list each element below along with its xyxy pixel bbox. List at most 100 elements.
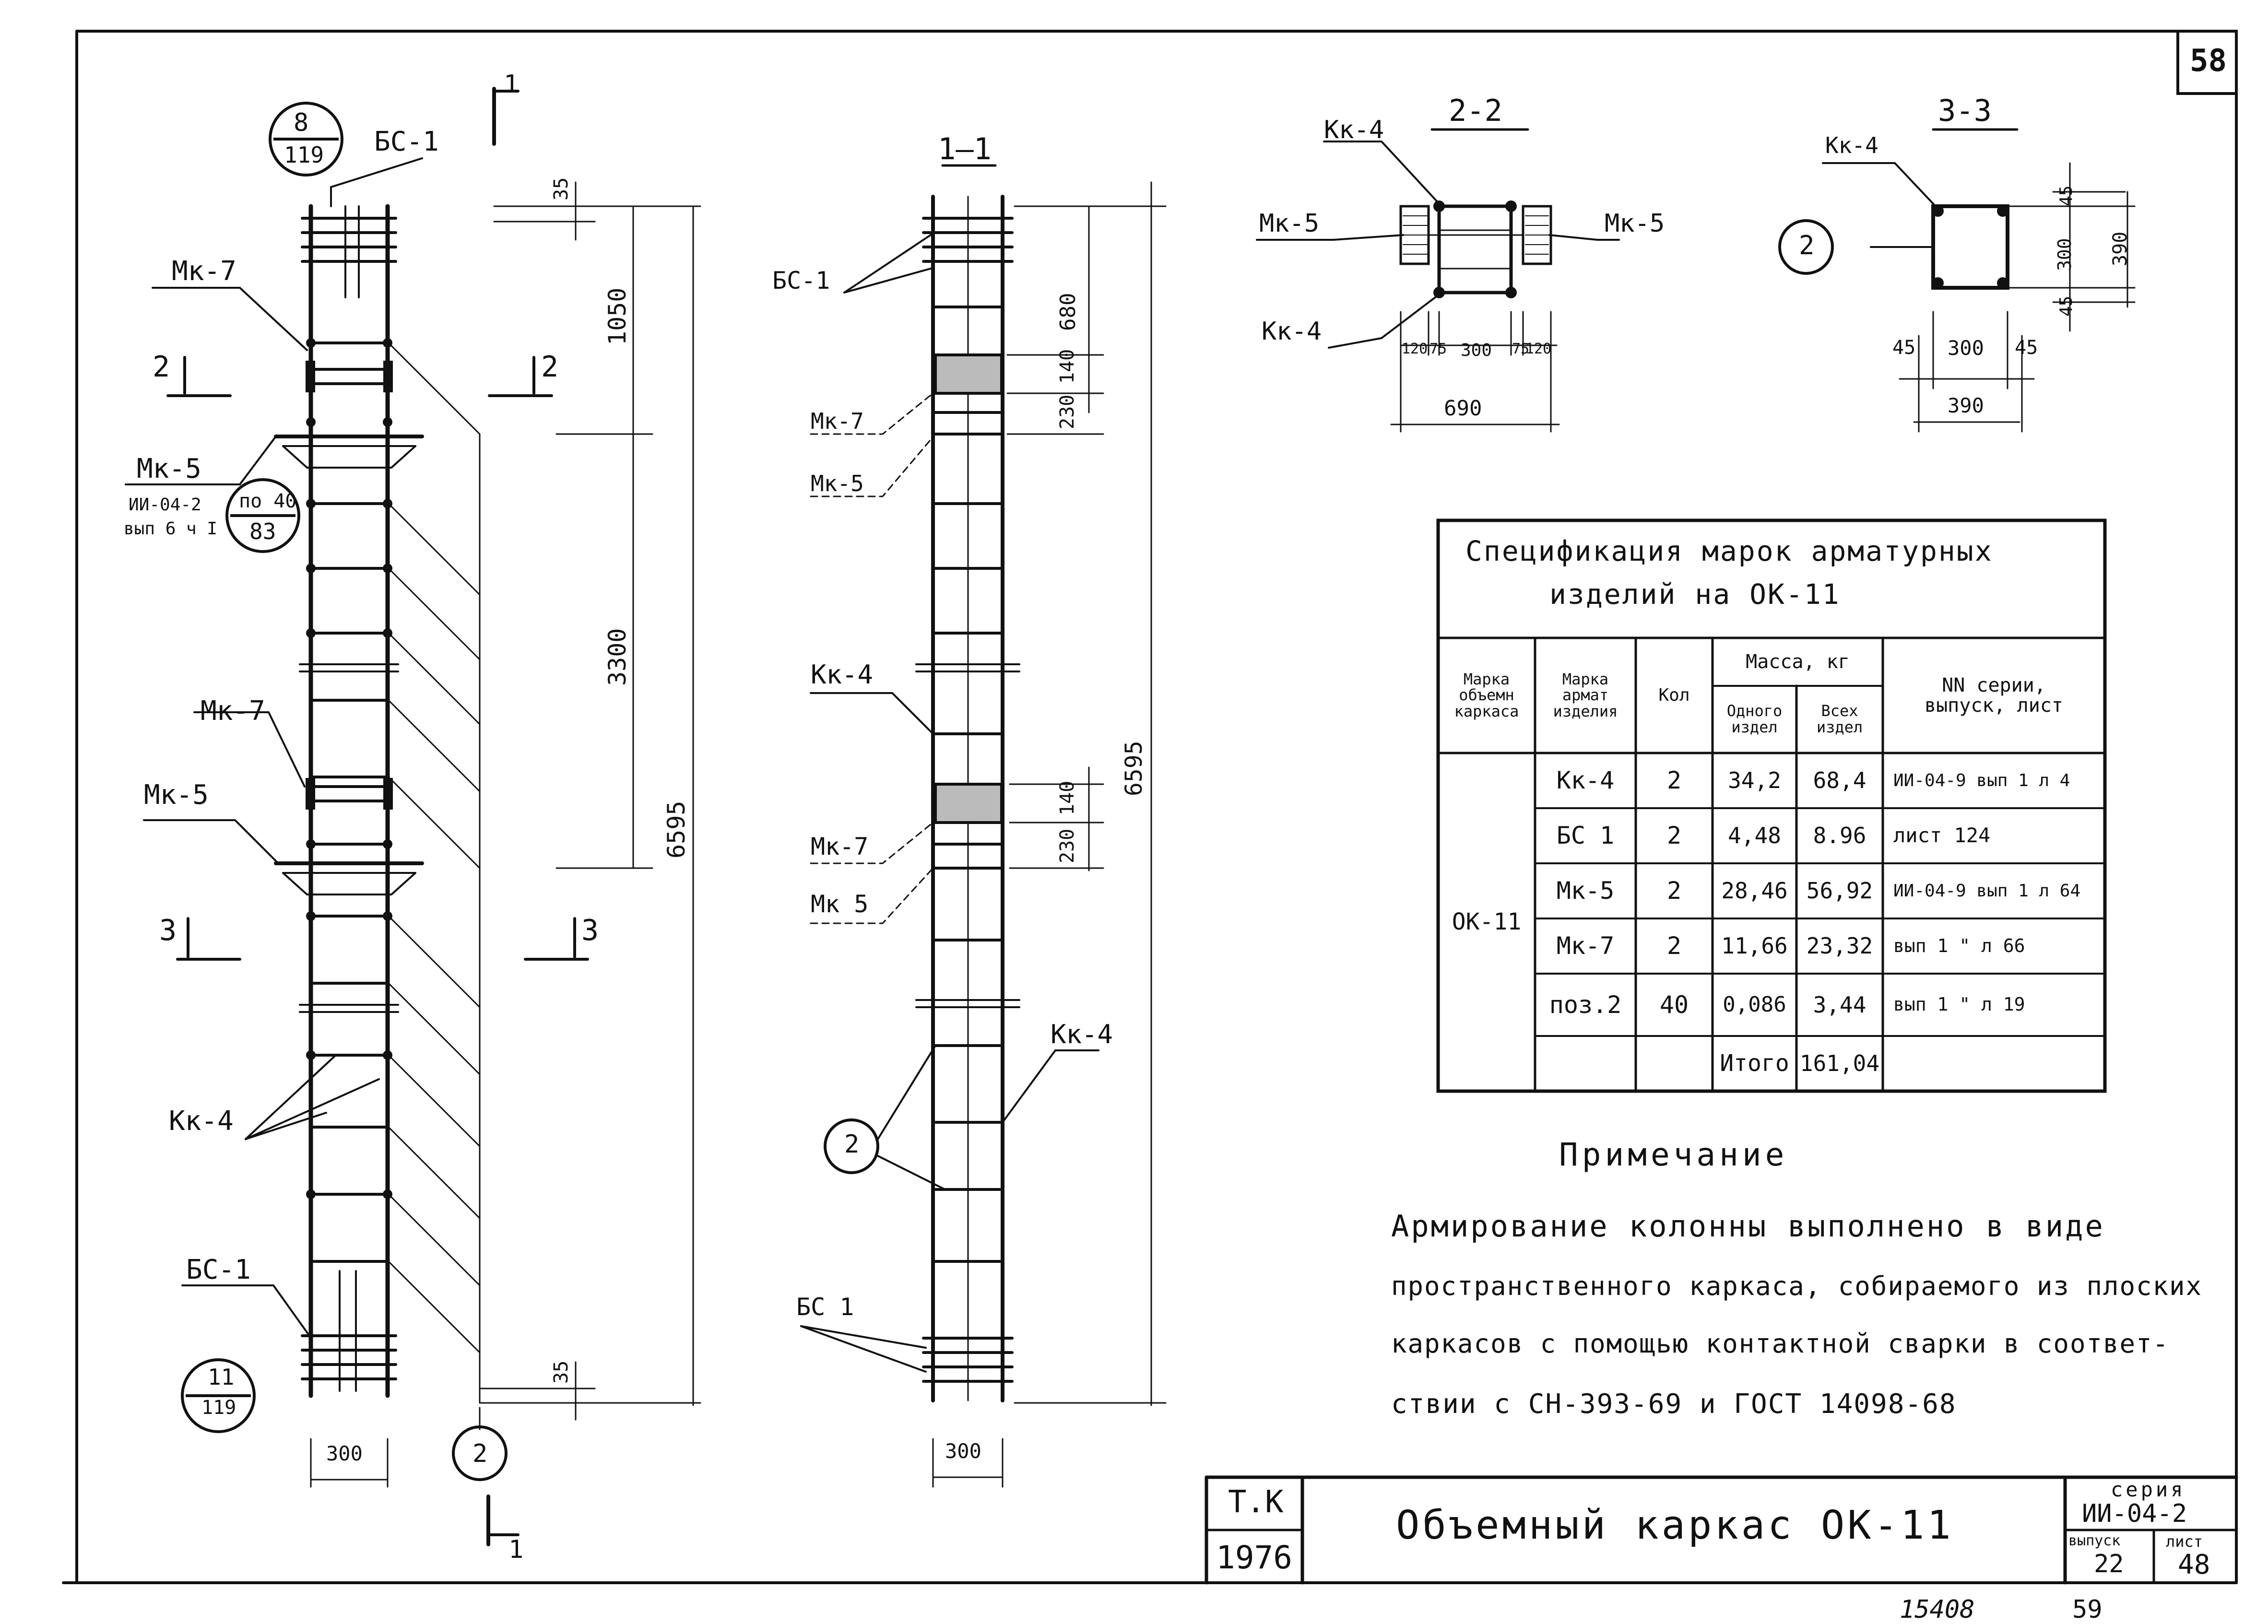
hdr-series: NN серии, выпуск, лист bbox=[1925, 674, 2063, 717]
spec-title-1: Спецификация марок арматурных bbox=[1465, 535, 1993, 567]
callout-bot-den: 119 bbox=[201, 1397, 236, 1419]
s33-dim-45r: 45 bbox=[2015, 337, 2038, 359]
s22-mk5-right: Мк-5 bbox=[1605, 209, 1665, 238]
s11-dim-6595: 6595 bbox=[1121, 741, 1147, 796]
s33-dim-390v: 390 bbox=[2109, 231, 2131, 266]
row3-ref: ИИ-04-9 вып 1 л 64 bbox=[1893, 881, 2081, 901]
s22-dim-120a: 120 bbox=[1402, 341, 1428, 357]
elev-dim-300: 300 bbox=[326, 1442, 363, 1465]
row4-qty: 2 bbox=[1666, 932, 1682, 960]
callout-circles bbox=[181, 102, 1834, 1481]
note-line-3: каркасов с помощью контактной сварки в с… bbox=[1391, 1329, 2170, 1359]
row1-all: 68,4 bbox=[1813, 767, 1866, 794]
callout-bot-num: 11 bbox=[208, 1364, 235, 1390]
title-block-grid bbox=[1205, 1475, 2238, 1585]
section-mark-top: 1 bbox=[504, 70, 519, 99]
s11-dim-230b: 230 bbox=[1056, 828, 1078, 863]
callout-top-den: 119 bbox=[284, 142, 324, 168]
section-3-3 bbox=[1822, 128, 2136, 433]
s11-mk7-b: Мк-7 bbox=[811, 833, 869, 860]
row4-all: 23,32 bbox=[1806, 933, 1873, 959]
row2-all: 8.96 bbox=[1813, 823, 1866, 849]
tb-org: Т.К bbox=[1228, 1484, 1284, 1520]
row2-one: 4,48 bbox=[1728, 823, 1781, 849]
spec-title-2: изделий на ОК-11 bbox=[1549, 578, 1841, 611]
s11-pos2: 2 bbox=[844, 1130, 860, 1159]
sheet-number: 58 bbox=[2190, 43, 2227, 79]
tb-sheet-value: 48 bbox=[2178, 1549, 2210, 1580]
s11-kk4-right: Кк-4 bbox=[1051, 1019, 1113, 1049]
s11-kk4: Кк-4 bbox=[811, 659, 874, 690]
s22-dim-300: 300 bbox=[1461, 341, 1492, 360]
s22-kk4-bot: Кк-4 bbox=[1262, 317, 1322, 346]
bs1-bot-label: БС-1 bbox=[186, 1254, 251, 1285]
tb-title: Объемный каркас ОК-11 bbox=[1396, 1503, 1954, 1548]
section-2-right: 2 bbox=[541, 350, 559, 384]
row3-mark: Мк-5 bbox=[1556, 877, 1615, 905]
section-3-3-title: 3-3 bbox=[1938, 93, 1992, 128]
note-line-1: Армирование колонны выполнено в виде bbox=[1391, 1209, 2105, 1244]
row1-qty: 2 bbox=[1666, 766, 1682, 795]
ref-series: ИИ-04-2 bbox=[129, 495, 201, 515]
hdr-mass-all: Всех издел bbox=[1816, 702, 1863, 736]
frame-mark-cell: ОК-11 bbox=[1452, 908, 1522, 935]
s33-dim-390h: 390 bbox=[1948, 394, 1984, 417]
tb-issue-label: выпуск bbox=[2068, 1532, 2121, 1549]
total-label: Итого bbox=[1720, 1050, 1789, 1077]
section-1-1-column bbox=[800, 164, 1167, 1488]
elev-dim-1050: 1050 bbox=[603, 287, 631, 345]
s22-dim-75a: 75 bbox=[1429, 341, 1447, 357]
s11-dim-300: 300 bbox=[945, 1439, 981, 1463]
row1-one: 34,2 bbox=[1728, 767, 1781, 794]
hdr-qty: Кол bbox=[1658, 685, 1690, 706]
mk7-mid-label: Мк-7 bbox=[201, 695, 265, 727]
row1-ref: ИИ-04-9 вып 1 л 4 bbox=[1893, 770, 2070, 790]
elev-dim-3300: 3300 bbox=[603, 628, 631, 686]
s33-dim-300v: 300 bbox=[2054, 238, 2075, 271]
total-value: 161,04 bbox=[1799, 1050, 1880, 1077]
hdr-frame-mark: Марка объемн каркаса bbox=[1454, 670, 1519, 720]
row3-all: 56,92 bbox=[1806, 878, 1873, 904]
kk4-elev-label: Кк-4 bbox=[169, 1106, 234, 1137]
tb-sheet-label: лист bbox=[2166, 1532, 2203, 1551]
s22-kk4-top: Кк-4 bbox=[1324, 116, 1384, 144]
mk5-callout-num: по 40 bbox=[239, 490, 297, 512]
elev-dim-6595: 6595 bbox=[662, 800, 690, 859]
s33-dim-300h: 300 bbox=[1948, 336, 1984, 360]
row2-mark: БС 1 bbox=[1556, 822, 1615, 850]
section-1-1-title: 1—1 bbox=[938, 131, 992, 166]
tb-series-label: серия bbox=[2111, 1478, 2186, 1501]
s33-kk4: Кк-4 bbox=[1825, 132, 1878, 158]
section-3-right: 3 bbox=[581, 914, 599, 947]
page-number: 59 bbox=[2072, 1595, 2103, 1624]
row5-qty: 40 bbox=[1659, 990, 1689, 1019]
hdr-mass-one: Одного издел bbox=[1726, 702, 1783, 736]
pos2-elev: 2 bbox=[472, 1439, 488, 1468]
s11-dim-230a: 230 bbox=[1056, 394, 1078, 429]
row3-qty: 2 bbox=[1666, 877, 1682, 905]
section-mark-bottom: 1 bbox=[508, 1535, 524, 1564]
section-2-left: 2 bbox=[153, 350, 170, 384]
row4-one: 11,66 bbox=[1721, 933, 1788, 959]
row5-mark: поз.2 bbox=[1549, 990, 1622, 1019]
mk5-ref-label: Мк-5 bbox=[137, 453, 201, 484]
mk7-top-label: Мк-7 bbox=[172, 256, 236, 287]
s22-dim-75b: 75 bbox=[1512, 341, 1530, 357]
ref-issue: вып 6 ч I bbox=[124, 519, 218, 539]
section-3-left: 3 bbox=[159, 914, 177, 947]
s11-mk7: Мк-7 bbox=[811, 408, 864, 434]
s33-dim-45t: 45 bbox=[2056, 185, 2076, 206]
callout-top-num: 8 bbox=[294, 108, 309, 137]
tb-series-value: ИИ-04-2 bbox=[2082, 1499, 2187, 1528]
section-2-2 bbox=[1256, 128, 1620, 433]
note-line-2: пространственного каркаса, собираемого и… bbox=[1391, 1271, 2203, 1301]
s11-dim-140b: 140 bbox=[1056, 780, 1078, 815]
s11-dim-140a: 140 bbox=[1056, 349, 1078, 384]
s33-pos2: 2 bbox=[1799, 230, 1815, 260]
bs1-top-label: БС-1 bbox=[374, 126, 439, 157]
s22-dim-120b: 120 bbox=[1525, 341, 1552, 357]
s11-bs1-bot: БС 1 bbox=[796, 1293, 854, 1321]
s33-dim-45l: 45 bbox=[1892, 337, 1916, 359]
mk5-callout-den: 83 bbox=[249, 518, 276, 544]
row3-one: 28,46 bbox=[1721, 878, 1788, 904]
